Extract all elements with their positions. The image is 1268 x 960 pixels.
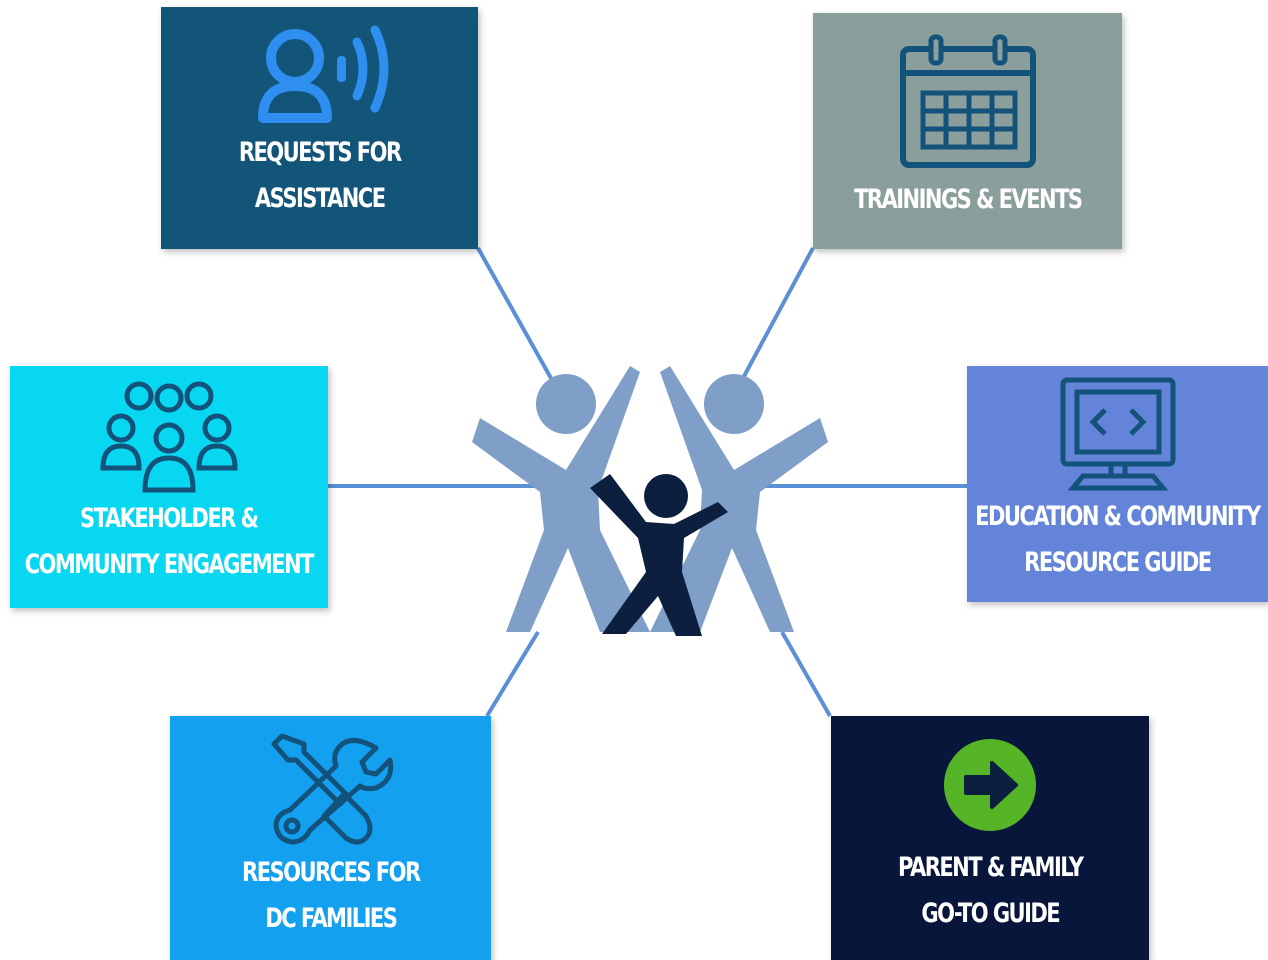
requests-for-assistance-tile[interactable]: REQUESTS FOR ASSISTANCE bbox=[161, 7, 478, 249]
people-cheering-logo bbox=[472, 366, 828, 636]
stakeholder-community-engagement-tile[interactable]: STAKEHOLDER & COMMUNITY ENGAGEMENT bbox=[10, 366, 328, 608]
code-monitor-icon bbox=[1060, 377, 1175, 491]
tile-label: REQUESTS FOR ASSISTANCE bbox=[238, 137, 402, 214]
resources-for-dc-families-tile[interactable]: RESOURCES FOR DC FAMILIES bbox=[170, 716, 491, 960]
education-community-resource-guide-tile[interactable]: EDUCATION & COMMUNITY RESOURCE GUIDE bbox=[967, 366, 1268, 602]
tile-label: PARENT & FAMILY GO-TO GUIDE bbox=[897, 852, 1084, 929]
connector-parent bbox=[780, 631, 832, 717]
tile-label: STAKEHOLDER & COMMUNITY ENGAGEMENT bbox=[24, 503, 315, 580]
tools-icon bbox=[271, 733, 393, 845]
tile-label: EDUCATION & COMMUNITY RESOURCE GUIDE bbox=[975, 501, 1261, 578]
group-people-icon bbox=[100, 381, 238, 493]
parent-family-go-to-guide-tile[interactable]: PARENT & FAMILY GO-TO GUIDE bbox=[831, 716, 1149, 960]
trainings-events-tile[interactable]: TRAININGS & EVENTS bbox=[813, 13, 1122, 249]
tile-label: RESOURCES FOR DC FAMILIES bbox=[241, 857, 421, 934]
connector-trainings bbox=[740, 247, 815, 381]
arrow-right-circle-icon bbox=[944, 739, 1036, 831]
tile-label: TRAININGS & EVENTS bbox=[853, 184, 1083, 215]
connector-requests bbox=[476, 247, 554, 381]
connector-resources bbox=[485, 630, 540, 718]
person-broadcast-icon bbox=[257, 25, 388, 123]
calendar-icon bbox=[899, 34, 1036, 168]
